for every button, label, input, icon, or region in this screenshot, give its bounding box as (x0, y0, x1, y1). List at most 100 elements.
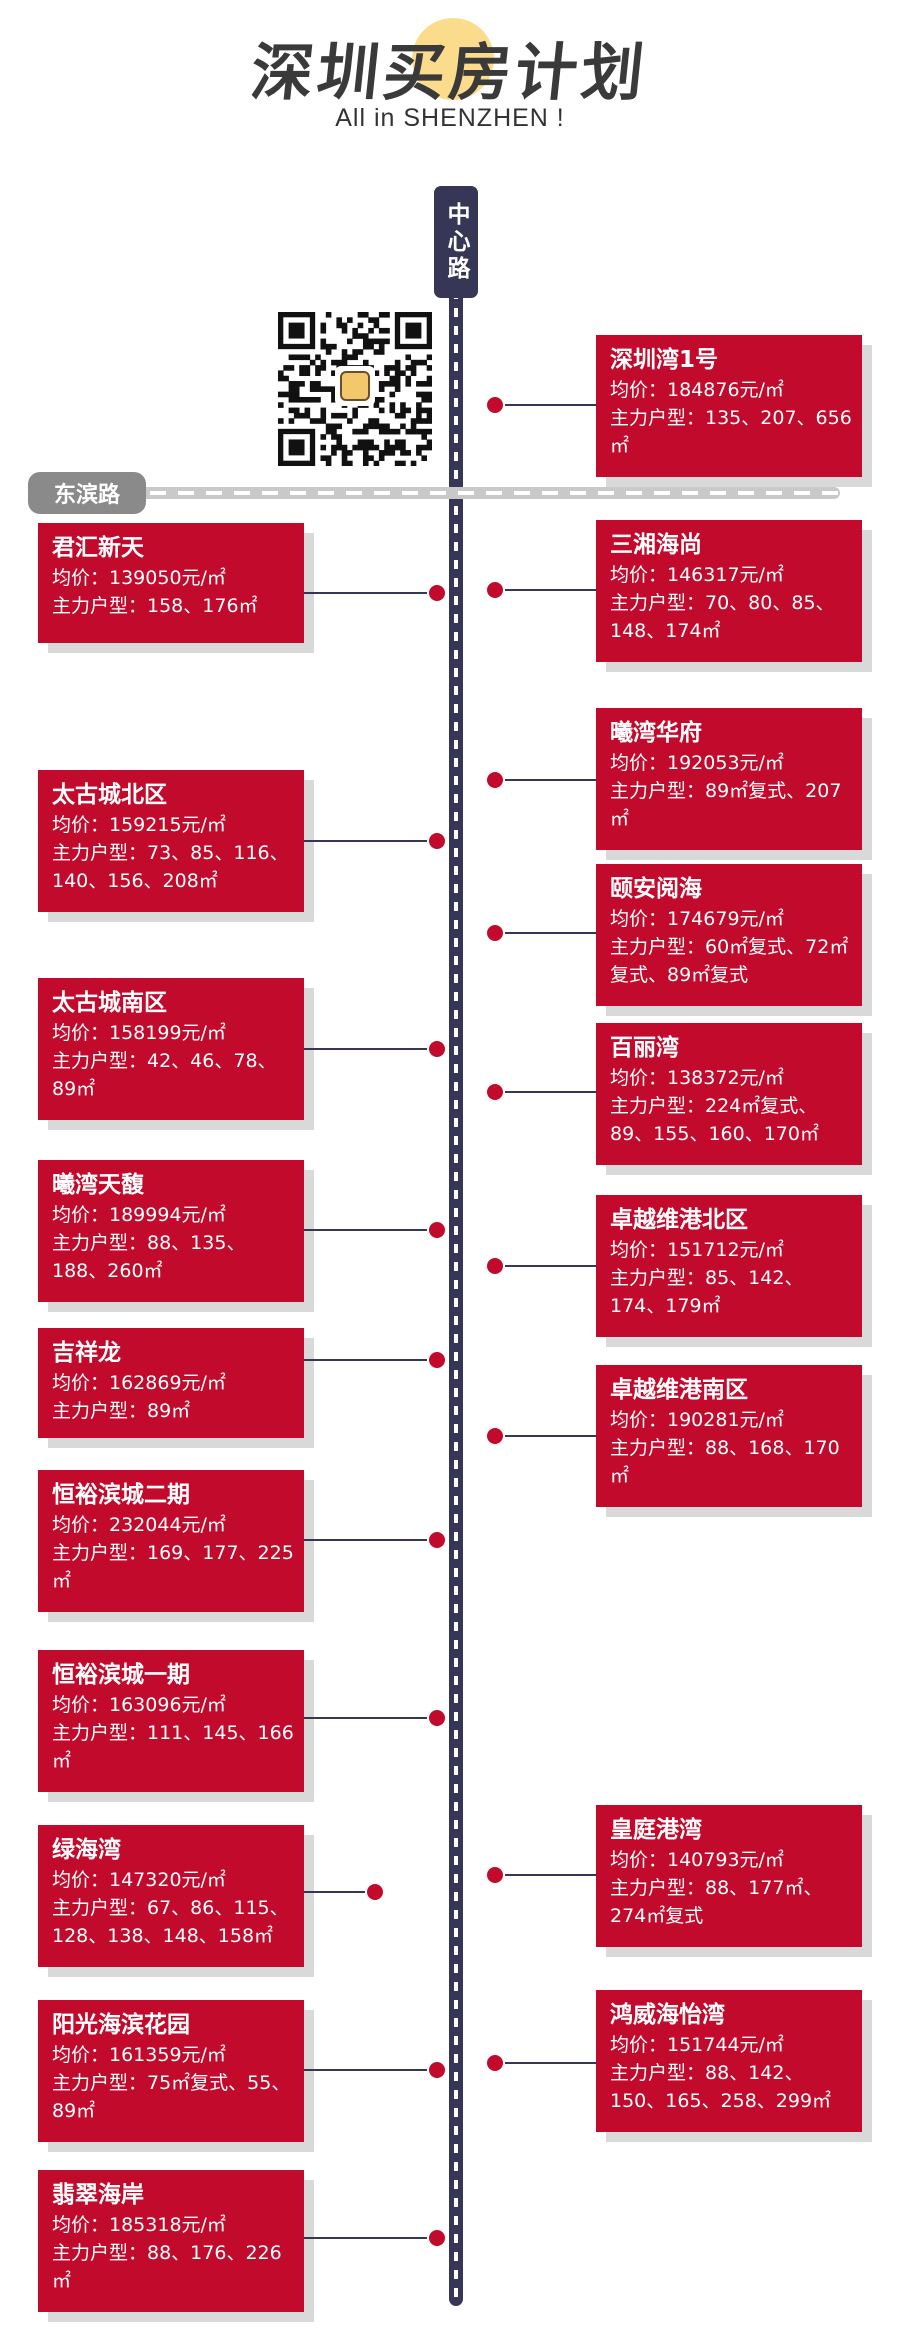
location-dot (485, 395, 505, 415)
property-price: 均价：190281元/㎡ (610, 1409, 784, 1431)
property-types: 主力户型：73、85、116、140、156、208㎡ (52, 842, 289, 892)
property-price: 均价：140793元/㎡ (610, 1849, 784, 1871)
property-name: 卓越维港南区 (610, 1377, 748, 1403)
connector-line (304, 2069, 427, 2071)
property-name: 鸿威海怡湾 (610, 2002, 725, 2028)
connector-line (495, 589, 596, 591)
location-dot (485, 1256, 505, 1276)
location-dot (427, 1039, 447, 1059)
property-types: 主力户型：70、80、85、148、174㎡ (610, 592, 835, 642)
qr-code-icon (278, 312, 433, 467)
property-name: 三湘海尚 (610, 532, 702, 558)
page-title: 深圳买房计划 (247, 36, 652, 109)
property-price: 均价：192053元/㎡ (610, 752, 784, 774)
property-name: 恒裕滨城一期 (52, 1662, 190, 1688)
property-types: 主力户型：42、46、78、89㎡ (52, 1050, 277, 1100)
location-dot (427, 2060, 447, 2080)
location-dot (485, 1426, 505, 1446)
connector-line (304, 592, 427, 594)
property-types: 主力户型：224㎡复式、89、155、160、170㎡ (610, 1095, 819, 1145)
connector-line (495, 1265, 596, 1267)
location-dot (427, 1220, 447, 1240)
connector-line (495, 1874, 596, 1876)
property-types: 主力户型：89㎡复式、207㎡ (610, 780, 842, 830)
property-types: 主力户型：169、177、225㎡ (52, 1542, 294, 1592)
property-name: 太古城北区 (52, 782, 167, 808)
property-types: 主力户型：67、86、115、128、138、148、158㎡ (52, 1897, 289, 1947)
cross-road-dashes (150, 491, 840, 495)
property-price: 均价：159215元/㎡ (52, 814, 226, 836)
property-name: 颐安阅海 (610, 876, 702, 902)
property-name: 太古城南区 (52, 990, 167, 1016)
property-types: 主力户型：85、142、174、179㎡ (610, 1267, 804, 1317)
connector-line (304, 840, 427, 842)
property-types: 主力户型：60㎡复式、72㎡复式、89㎡复式 (610, 936, 849, 986)
property-name: 卓越维港北区 (610, 1207, 748, 1233)
property-price: 均价：146317元/㎡ (610, 564, 784, 586)
property-price: 均价：138372元/㎡ (610, 1067, 784, 1089)
main-road-dashes (454, 290, 458, 2300)
property-price: 均价：161359元/㎡ (52, 2044, 226, 2066)
property-name: 曦湾华府 (610, 720, 702, 746)
connector-line (495, 1091, 596, 1093)
avatar-face (340, 371, 370, 401)
connector-line (495, 932, 596, 934)
property-types: 主力户型：75㎡复式、55、89㎡ (52, 2072, 291, 2122)
location-dot (485, 770, 505, 790)
property-types: 主力户型：88、135、188、260㎡ (52, 1232, 246, 1282)
location-dot (427, 831, 447, 851)
property-price: 均价：151744元/㎡ (610, 2034, 784, 2056)
connector-line (304, 1048, 427, 1050)
property-name: 吉祥龙 (52, 1340, 121, 1366)
property-price: 均价：158199元/㎡ (52, 1022, 226, 1044)
property-types: 主力户型：88、168、170㎡ (610, 1437, 840, 1487)
connector-line (495, 2062, 596, 2064)
property-price: 均价：163096元/㎡ (52, 1694, 226, 1716)
property-types: 主力户型：89㎡ (52, 1400, 191, 1422)
connector-line (304, 1229, 427, 1231)
connector-line (304, 1359, 427, 1361)
property-name: 恒裕滨城二期 (52, 1482, 190, 1508)
connector-line (304, 1717, 427, 1719)
location-dot (365, 1882, 385, 1902)
property-price: 均价：189994元/㎡ (52, 1204, 226, 1226)
location-dot (485, 1865, 505, 1885)
property-price: 均价：151712元/㎡ (610, 1239, 784, 1261)
property-types: 主力户型：158、176㎡ (52, 595, 258, 617)
property-price: 均价：174679元/㎡ (610, 908, 784, 930)
location-dot (427, 583, 447, 603)
property-name: 皇庭港湾 (610, 1817, 702, 1843)
location-dot (427, 1530, 447, 1550)
property-price: 均价：184876元/㎡ (610, 379, 784, 401)
property-price: 均价：139050元/㎡ (52, 567, 226, 589)
location-dot (485, 1082, 505, 1102)
location-dot (485, 923, 505, 943)
location-dot (485, 2053, 505, 2073)
title-accent-circle (412, 18, 494, 100)
connector-line (304, 2237, 427, 2239)
property-price: 均价：232044元/㎡ (52, 1514, 226, 1536)
property-types: 主力户型：88、176、226㎡ (52, 2242, 282, 2292)
connector-line (304, 1891, 365, 1893)
property-name: 深圳湾1号 (610, 347, 719, 373)
connector-line (304, 1539, 427, 1541)
avatar-icon (335, 366, 375, 406)
main-road-sign: 中心路 (434, 186, 478, 298)
location-dot (427, 1708, 447, 1728)
